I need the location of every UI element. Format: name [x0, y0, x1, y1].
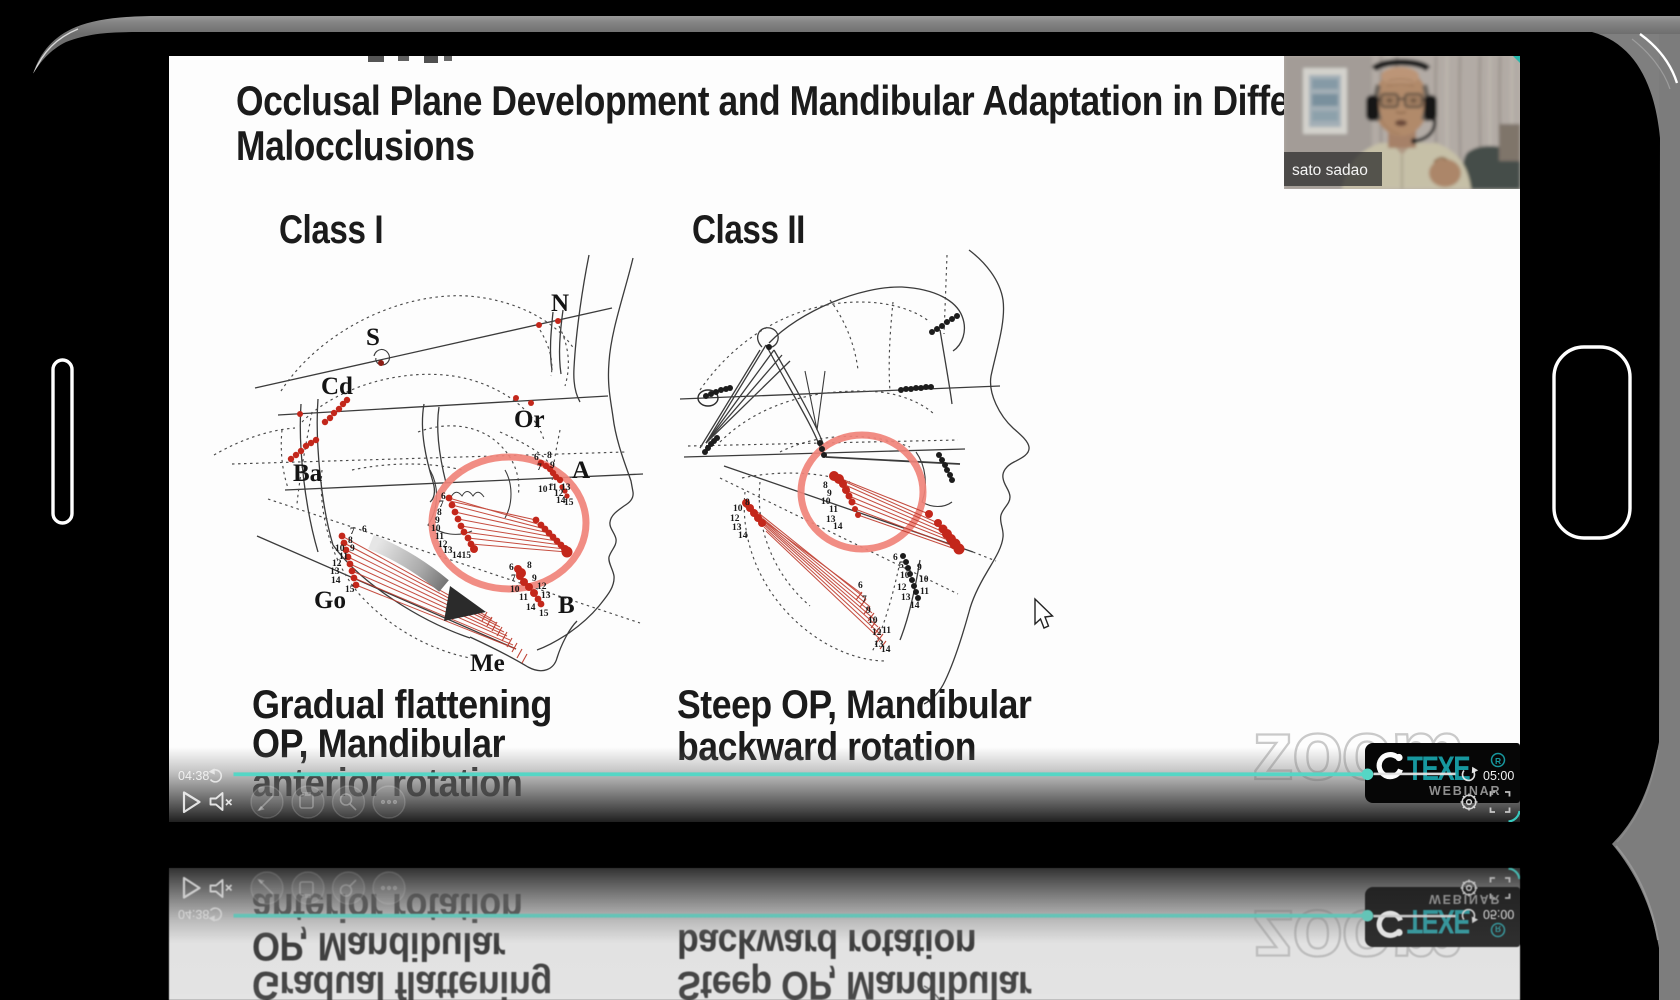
svg-text:10: 10	[335, 544, 345, 554]
svg-text:6: 6	[534, 453, 539, 463]
svg-text:11: 11	[882, 626, 891, 636]
svg-text:13: 13	[826, 515, 836, 525]
svg-text:Me: Me	[470, 650, 505, 677]
svg-text:TEXE: TEXE	[1407, 902, 1471, 939]
svg-text:9: 9	[550, 461, 555, 471]
svg-text:11: 11	[519, 593, 528, 603]
svg-text:12: 12	[872, 628, 882, 638]
svg-text:10: 10	[538, 485, 548, 495]
svg-text:13: 13	[443, 546, 453, 556]
svg-text:8: 8	[823, 481, 828, 491]
svg-text:13: 13	[561, 483, 571, 493]
svg-text:7: 7	[862, 595, 867, 605]
svg-text:11: 11	[920, 587, 929, 597]
svg-text:WEBINAR: WEBINAR	[1429, 892, 1501, 906]
svg-text:6: 6	[362, 525, 367, 535]
svg-text:13: 13	[901, 593, 911, 603]
svg-text:10: 10	[868, 616, 878, 626]
svg-text:6: 6	[858, 581, 863, 591]
svg-text:12: 12	[537, 582, 547, 592]
svg-text:N: N	[551, 290, 569, 317]
svg-text:10: 10	[431, 524, 441, 534]
svg-text:13: 13	[541, 591, 551, 601]
svg-text:9: 9	[350, 544, 355, 554]
svg-text:6: 6	[441, 492, 446, 502]
svg-text:8: 8	[527, 561, 532, 571]
svg-text:11: 11	[339, 552, 348, 562]
svg-text:15: 15	[539, 609, 549, 619]
svg-text:12: 12	[554, 489, 564, 499]
svg-text:7: 7	[537, 463, 542, 473]
svg-text:8: 8	[437, 508, 442, 518]
svg-text:5: 5	[899, 561, 904, 571]
svg-text:05:00: 05:00	[1483, 907, 1514, 921]
svg-text:7: 7	[439, 500, 444, 510]
svg-text:12: 12	[897, 583, 907, 593]
svg-text:R: R	[1495, 924, 1501, 934]
svg-text:13: 13	[874, 640, 884, 650]
svg-text:8: 8	[745, 498, 750, 508]
svg-text:12: 12	[730, 514, 740, 524]
svg-text:12: 12	[438, 540, 448, 550]
svg-text:Cd: Cd	[321, 373, 353, 400]
svg-text:14: 14	[833, 522, 843, 532]
svg-text:A: A	[572, 457, 590, 484]
svg-text:8: 8	[348, 536, 353, 546]
svg-text:S: S	[366, 324, 380, 351]
svg-text:04:38: 04:38	[178, 907, 209, 921]
svg-text:12: 12	[332, 559, 342, 569]
svg-text:WEBINAR: WEBINAR	[1429, 784, 1501, 798]
svg-text:9: 9	[827, 489, 832, 499]
svg-text:15: 15	[564, 498, 574, 508]
svg-text:14: 14	[910, 601, 920, 611]
svg-text:8: 8	[547, 451, 552, 461]
svg-text:9: 9	[532, 574, 537, 584]
svg-text:11: 11	[435, 532, 444, 542]
svg-text:TEXE: TEXE	[1407, 751, 1471, 788]
svg-text:Ba: Ba	[293, 460, 323, 487]
svg-text:11: 11	[829, 505, 838, 515]
svg-text:10: 10	[900, 571, 910, 581]
svg-text:R: R	[1495, 756, 1501, 766]
svg-text:Or: Or	[514, 406, 545, 433]
svg-text:11: 11	[548, 483, 557, 493]
svg-text:B: B	[558, 592, 575, 619]
svg-text:15: 15	[345, 585, 355, 595]
svg-text:9: 9	[917, 563, 922, 573]
svg-text:10: 10	[821, 497, 831, 507]
svg-text:14: 14	[556, 496, 566, 506]
svg-text:14: 14	[881, 645, 891, 655]
svg-text:6: 6	[893, 553, 898, 563]
svg-text:14: 14	[526, 603, 536, 613]
svg-text:6: 6	[509, 563, 514, 573]
svg-text:10: 10	[919, 575, 929, 585]
svg-text:9: 9	[866, 606, 871, 616]
svg-text:14: 14	[738, 531, 748, 541]
svg-text:9: 9	[435, 516, 440, 526]
svg-text:14: 14	[331, 576, 341, 586]
svg-text:04:38: 04:38	[178, 769, 209, 783]
svg-text:13: 13	[732, 523, 742, 533]
svg-text:7: 7	[511, 574, 516, 584]
svg-text:1415: 1415	[452, 551, 471, 561]
svg-text:sato sadao: sato sadao	[1292, 162, 1368, 179]
svg-text:7: 7	[350, 527, 355, 537]
svg-text:Go: Go	[314, 587, 346, 614]
svg-text:05:00: 05:00	[1483, 769, 1514, 783]
svg-text:10: 10	[733, 504, 743, 514]
svg-text:13: 13	[330, 567, 340, 577]
svg-text:10: 10	[510, 585, 520, 595]
